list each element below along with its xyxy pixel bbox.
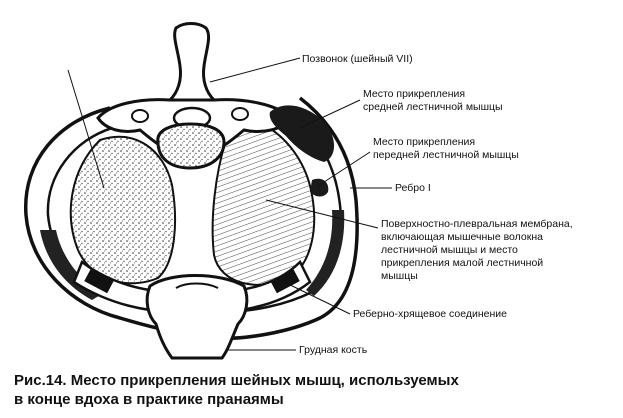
sternum (145, 274, 249, 360)
transverse-foramen-right (231, 107, 249, 121)
label-vertebra: Позвонок (шейный VII) (302, 53, 413, 65)
label-membrane-line5: мышцы (381, 270, 418, 282)
label-membrane-line4: прикрепления малой лестничной (381, 257, 544, 269)
label-membrane-line1: Поверхностно-плевральная мембрана, (381, 218, 573, 230)
label-middle-scalene-line2: средней лестничной мышцы (363, 101, 503, 113)
label-membrane-line2: включающая мышечные волокна (381, 231, 543, 243)
rib-right-shading (306, 210, 345, 296)
anterior-scalene-attachment (310, 178, 329, 197)
leader-anterior-scalene (317, 151, 371, 187)
label-rib: Ребро I (395, 182, 431, 194)
leader-costochondral (283, 281, 351, 315)
costochondral-junction-left (84, 268, 114, 294)
costochondral-junction-right (270, 268, 300, 294)
leader-middle-scalene (299, 99, 361, 129)
sternum-notch (175, 282, 219, 289)
transverse-foramen-left (131, 109, 149, 123)
label-middle-scalene-line1: Место прикрепления (363, 88, 466, 100)
label-anterior-scalene-line1: Место прикрепления (373, 136, 476, 148)
label-sternum: Грудная кость (299, 344, 368, 356)
leader-left-lung (67, 69, 105, 189)
leader-membrane (265, 199, 379, 229)
left-lung-region (69, 135, 176, 285)
label-membrane-line3: лестничной мышцы и место (381, 244, 518, 256)
caption-line1: Рис.14. Место прикрепления шейных мышц, … (14, 372, 459, 389)
label-costochondral: Реберно-хрящевое соединение (353, 308, 507, 320)
leader-vertebra (209, 57, 301, 83)
vertebral-body (156, 122, 226, 170)
vertebra-spinous-process (166, 22, 218, 102)
caption-line2: в конце вдоха в практике пранаямы (14, 391, 284, 408)
label-anterior-scalene-line2: передней лестничной мышцы (373, 149, 519, 161)
